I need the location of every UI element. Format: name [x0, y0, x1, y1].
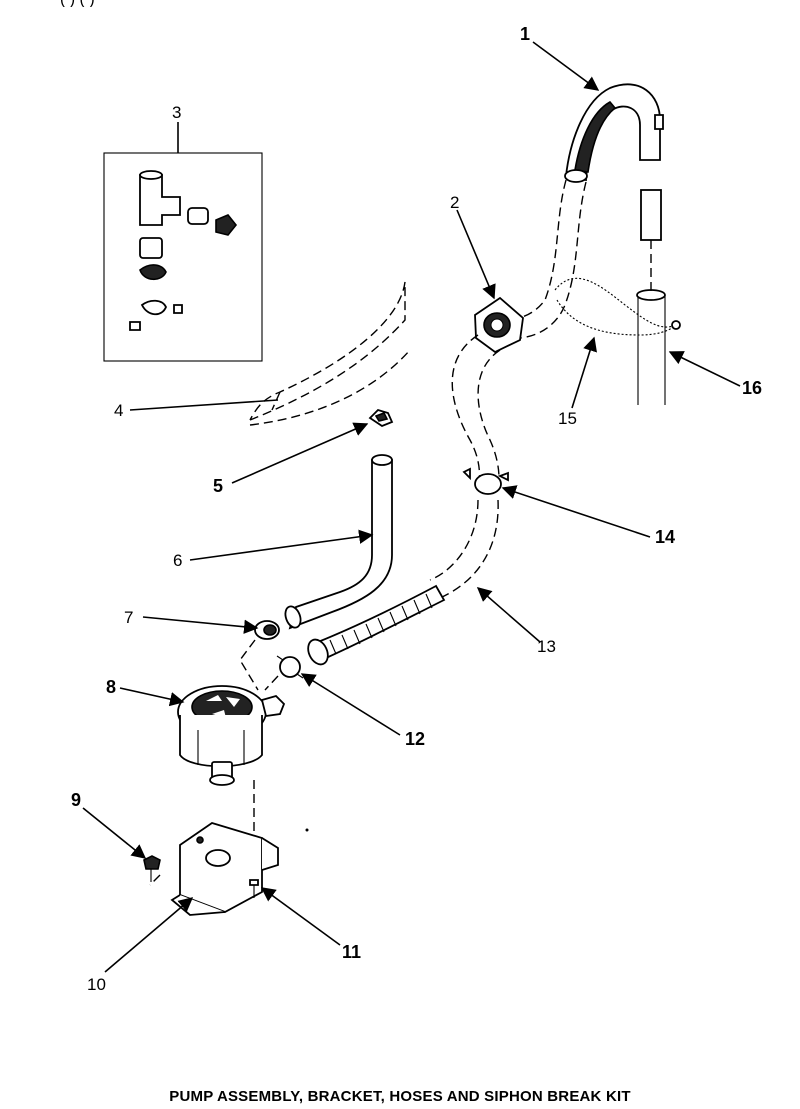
- part-6-pump-hose: [284, 454, 393, 630]
- diagram-caption: PUMP ASSEMBLY, BRACKET, HOSES AND SIPHON…: [169, 1088, 631, 1105]
- top-cropped-text: ( ) ( ): [60, 0, 95, 7]
- callout-11: 11: [342, 942, 361, 962]
- callout-1: 1: [520, 24, 530, 44]
- part-15-tie-strap: [554, 277, 681, 336]
- callout-15: 15: [558, 409, 577, 428]
- part-4-tub-cover: [249, 281, 411, 426]
- callout-3: 3: [172, 103, 181, 122]
- part-2-grommet: [474, 296, 524, 354]
- part-14-clamp: [462, 467, 509, 495]
- part-1-siphon-hose: [564, 83, 664, 241]
- callout-16: 16: [742, 378, 762, 398]
- part-13-drain-hose: [307, 584, 446, 666]
- callout-7: 7: [124, 608, 133, 627]
- part-9-screw: [143, 855, 161, 882]
- part-3-siphon-kit: [103, 152, 263, 362]
- callout-4: 4: [114, 401, 123, 420]
- part-12-clamp: [276, 655, 304, 679]
- part-5-clip: [368, 408, 394, 428]
- callout-8: 8: [106, 677, 116, 697]
- callout-13: 13: [537, 637, 556, 656]
- callout-12: 12: [405, 729, 425, 749]
- callout-9: 9: [71, 790, 81, 810]
- part-10-bracket: [170, 822, 279, 916]
- part-7-clamp: [254, 620, 280, 640]
- callout-14: 14: [655, 527, 675, 547]
- callout-6: 6: [173, 551, 182, 570]
- callout-5: 5: [213, 476, 223, 496]
- part-16-standpipe: [636, 240, 666, 405]
- callout-10: 10: [87, 975, 106, 994]
- callout-2: 2: [450, 193, 459, 212]
- part-11-screw: [249, 879, 259, 898]
- part-8-pump: [177, 685, 286, 786]
